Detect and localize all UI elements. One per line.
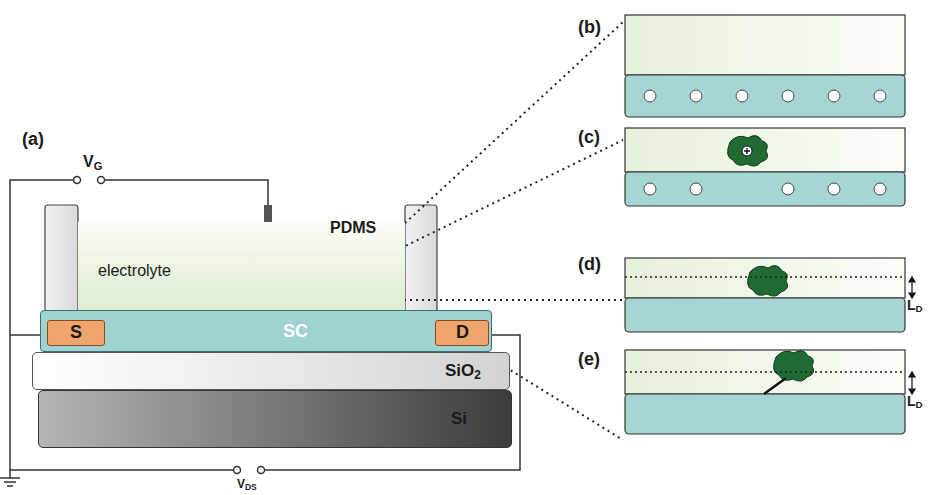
charge-symbol <box>742 146 752 156</box>
charge-carriers <box>644 90 886 195</box>
drain-voltage-label: VDS <box>237 478 257 491</box>
source-electrode: S <box>47 320 105 346</box>
debye-length-label: LD <box>907 298 923 313</box>
debye-arrows <box>909 277 915 394</box>
debye-line <box>625 277 905 372</box>
node-text: S <box>70 323 82 343</box>
panel-label: (a) <box>22 130 44 150</box>
panel-label: (e) <box>578 350 600 370</box>
panel-label: (c) <box>578 128 600 148</box>
linker <box>764 378 786 394</box>
zoom-panels <box>625 15 905 434</box>
gate-voltage-label: VG <box>83 153 102 171</box>
node-text: SiO2 <box>445 362 481 381</box>
carrier-hole <box>736 90 748 102</box>
node-text: Si <box>451 410 467 429</box>
carrier-hole <box>828 90 840 102</box>
carrier-hole <box>782 183 794 195</box>
ground-symbol <box>4 470 16 486</box>
drain-electrode: D <box>435 320 489 346</box>
carrier-hole <box>828 183 840 195</box>
node-text: D <box>456 323 469 343</box>
pdms-label: PDMS <box>330 219 376 237</box>
carrier-hole <box>690 90 702 102</box>
panel-label: (d) <box>578 255 601 275</box>
pdms-wall <box>45 205 78 312</box>
silicon-substrate: Si <box>38 390 512 448</box>
node-text: SC <box>283 322 308 342</box>
molecule <box>728 136 814 381</box>
panel-label: (b) <box>578 18 601 38</box>
pdms-wall <box>405 205 437 312</box>
carrier-hole <box>782 90 794 102</box>
charge-symbol <box>744 148 750 154</box>
carrier-hole <box>690 183 702 195</box>
carrier-hole <box>644 183 656 195</box>
circuit-wires <box>0 180 520 478</box>
carrier-hole <box>644 90 656 102</box>
debye-length-label: LD <box>907 394 923 409</box>
carrier-hole <box>874 90 886 102</box>
carrier-hole <box>874 183 886 195</box>
oxide-layer: SiO2 <box>32 352 510 390</box>
node-text: electrolyte <box>98 262 171 280</box>
semiconductor-layer: SC S D <box>40 310 492 352</box>
